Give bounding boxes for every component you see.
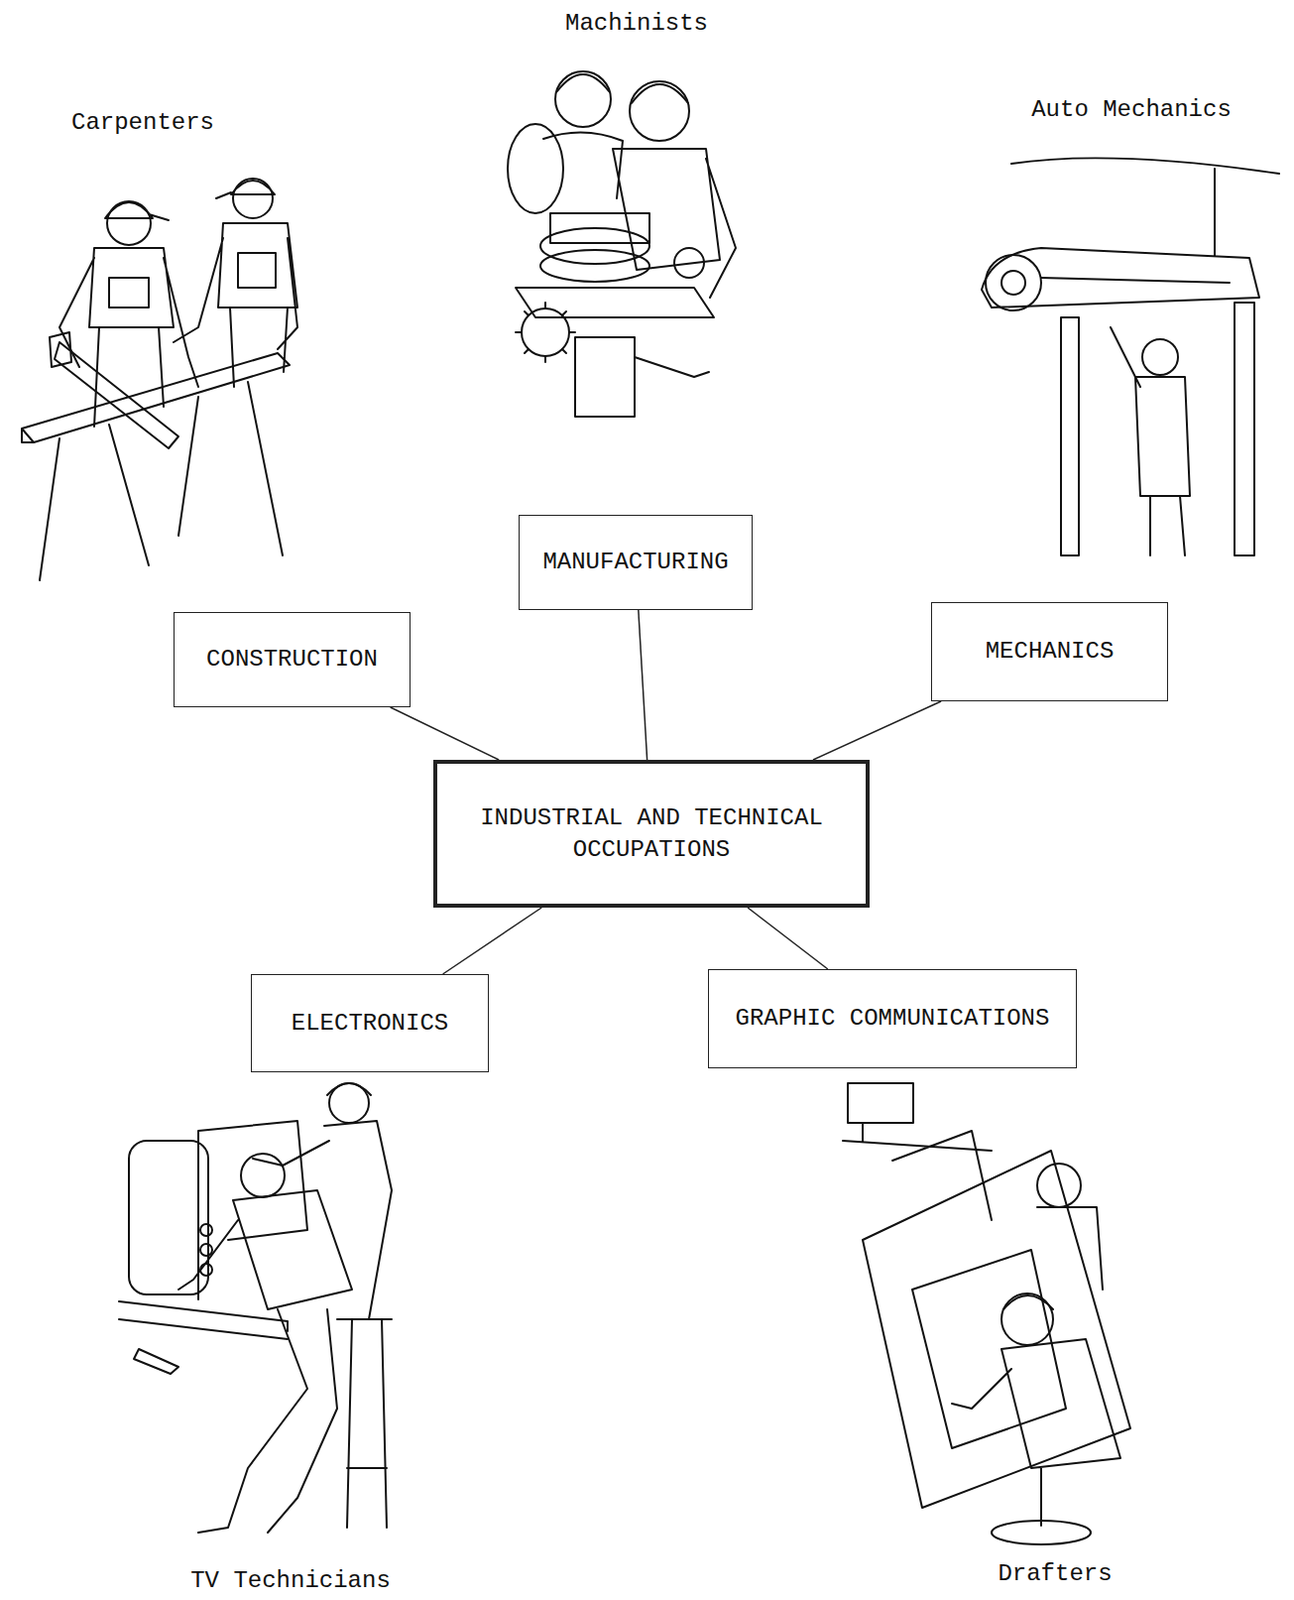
box-text: MANUFACTURING: [542, 546, 728, 578]
lathe-chuck: [540, 249, 650, 282]
tool: [133, 1348, 179, 1374]
connector-line: [443, 907, 543, 974]
category-box: GRAPHIC COMMUNICATIONS: [707, 968, 1077, 1068]
worker-hair: [557, 74, 609, 92]
stool-base: [991, 1520, 1091, 1544]
lift-post: [1234, 302, 1255, 556]
tv-screen: [128, 1140, 209, 1294]
tv-knob: [200, 1243, 213, 1256]
caption-label: Machinists: [565, 9, 708, 39]
stool: [337, 1318, 392, 1528]
lamp: [847, 1082, 914, 1123]
car-wheel: [985, 254, 1042, 311]
worker-body: [173, 223, 298, 387]
worker-head: [629, 81, 690, 141]
auto-mechanics-illustration: [981, 157, 1280, 556]
tool-post: [674, 247, 705, 278]
lamp-shelf: [842, 1122, 992, 1220]
drafting-table: [862, 1150, 1131, 1508]
central-box: INDUSTRIAL AND TECHNICAL OCCUPATIONS: [433, 759, 870, 908]
lathe-disk: [507, 123, 564, 214]
connector-line: [390, 706, 499, 760]
mechanic-body: [1110, 327, 1190, 556]
connector-line: [638, 609, 648, 760]
drafter-head: [1037, 1163, 1081, 1207]
car-wheel: [1001, 270, 1026, 295]
box-text: MECHANICS: [985, 635, 1115, 667]
connector-line: [813, 701, 942, 760]
caption-label: Carpenters: [71, 109, 215, 138]
box-text: INDUSTRIAL AND TECHNICAL OCCUPATIONS: [453, 802, 850, 864]
worker-cap: [216, 180, 275, 199]
category-box: ELECTRONICS: [250, 973, 489, 1072]
caption-label: Drafters: [997, 1559, 1112, 1589]
box-text: ELECTRONICS: [291, 1007, 449, 1039]
carpenters-illustration: [21, 178, 298, 581]
box-text: CONSTRUCTION: [206, 643, 378, 675]
category-box: CONSTRUCTION: [173, 611, 411, 707]
category-box: MANUFACTURING: [518, 514, 753, 610]
box-text: GRAPHIC COMMUNICATIONS: [735, 1002, 1051, 1034]
worker-hair: [631, 84, 689, 104]
lathe-chuck: [540, 228, 650, 264]
drafter-body: [951, 1294, 1121, 1526]
drafters-illustration: [842, 1082, 1131, 1544]
drafter-body: [1037, 1206, 1103, 1290]
caption-label: Auto Mechanics: [1031, 96, 1232, 125]
technician-body: [178, 1189, 353, 1532]
mechanic-head: [1142, 339, 1178, 375]
tv-knob: [200, 1223, 213, 1236]
lift-post: [1060, 317, 1079, 556]
worker-body: [543, 131, 736, 298]
worker-body: [59, 247, 199, 427]
tv-technicians-illustration: [118, 1082, 392, 1532]
worker-head: [555, 71, 611, 127]
lathe-bed: [515, 287, 714, 417]
saw: [49, 332, 179, 449]
machinists-illustration: [507, 71, 736, 417]
technician-body: [252, 1082, 392, 1319]
worker-cap: [105, 202, 169, 221]
board: [21, 352, 290, 443]
connector-line: [747, 907, 828, 969]
worker-head: [233, 178, 273, 219]
tv-cabinet: [198, 1120, 308, 1299]
sawhorse-legs: [39, 381, 283, 581]
category-box: MECHANICS: [931, 601, 1169, 702]
workbench: [118, 1300, 288, 1339]
gear-teeth: [515, 302, 576, 362]
caption-label: TV Technicians: [190, 1566, 391, 1596]
tv-knob: [200, 1263, 213, 1276]
garage-ceiling: [1011, 157, 1280, 256]
